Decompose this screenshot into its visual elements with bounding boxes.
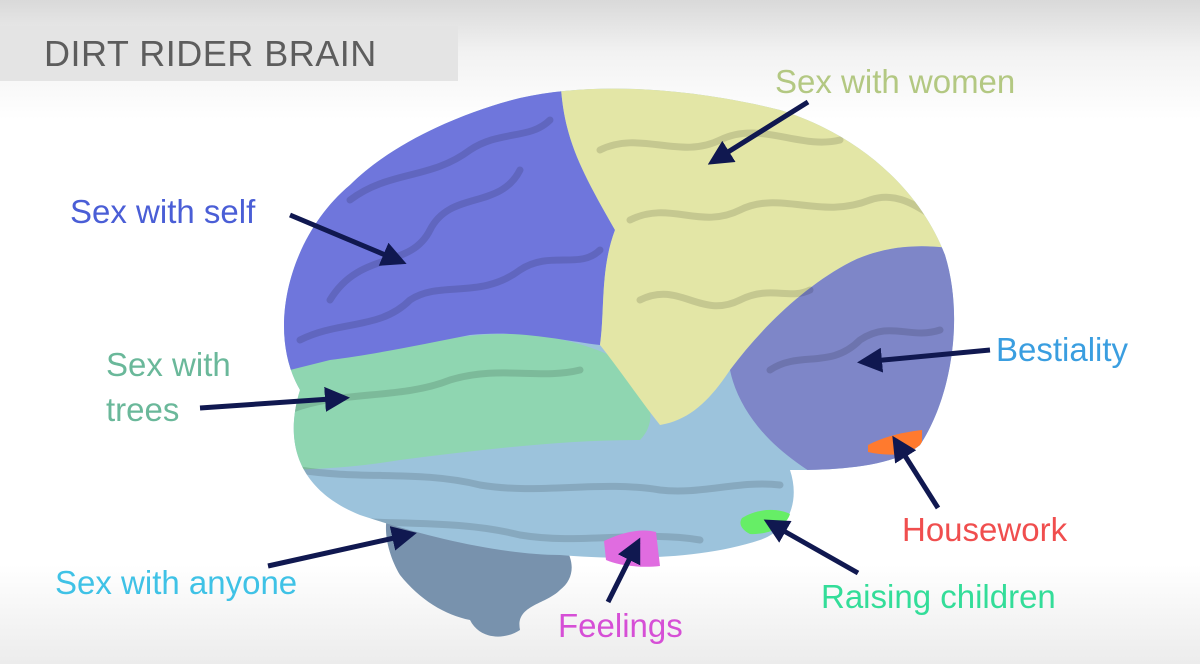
arrow-housework xyxy=(892,435,941,510)
brain-folds xyxy=(286,116,944,544)
label-sex-with-women: Sex with women xyxy=(775,63,1016,100)
arrow-self xyxy=(289,212,407,266)
arrow-trees xyxy=(199,386,350,412)
label-sex-with-trees-line1: Sex with xyxy=(106,346,231,383)
title-banner: DIRT RIDER BRAIN xyxy=(0,26,458,81)
page-title: DIRT RIDER BRAIN xyxy=(44,32,377,74)
arrow-feelings xyxy=(605,537,641,604)
label-sex-with-self: Sex with self xyxy=(70,193,256,230)
arrow-women xyxy=(707,99,810,165)
arrow-anyone xyxy=(267,526,417,569)
arrow-bestiality xyxy=(857,347,991,373)
arrow-raising xyxy=(763,519,860,576)
label-sex-with-anyone: Sex with anyone xyxy=(55,564,298,601)
label-raising-children: Raising children xyxy=(821,578,1056,615)
label-feelings: Feelings xyxy=(558,607,683,644)
arrows xyxy=(199,99,991,604)
label-housework: Housework xyxy=(902,511,1068,548)
label-sex-with-trees-line2: trees xyxy=(106,391,180,428)
label-bestiality: Bestiality xyxy=(996,331,1129,368)
insula-region xyxy=(284,334,651,470)
